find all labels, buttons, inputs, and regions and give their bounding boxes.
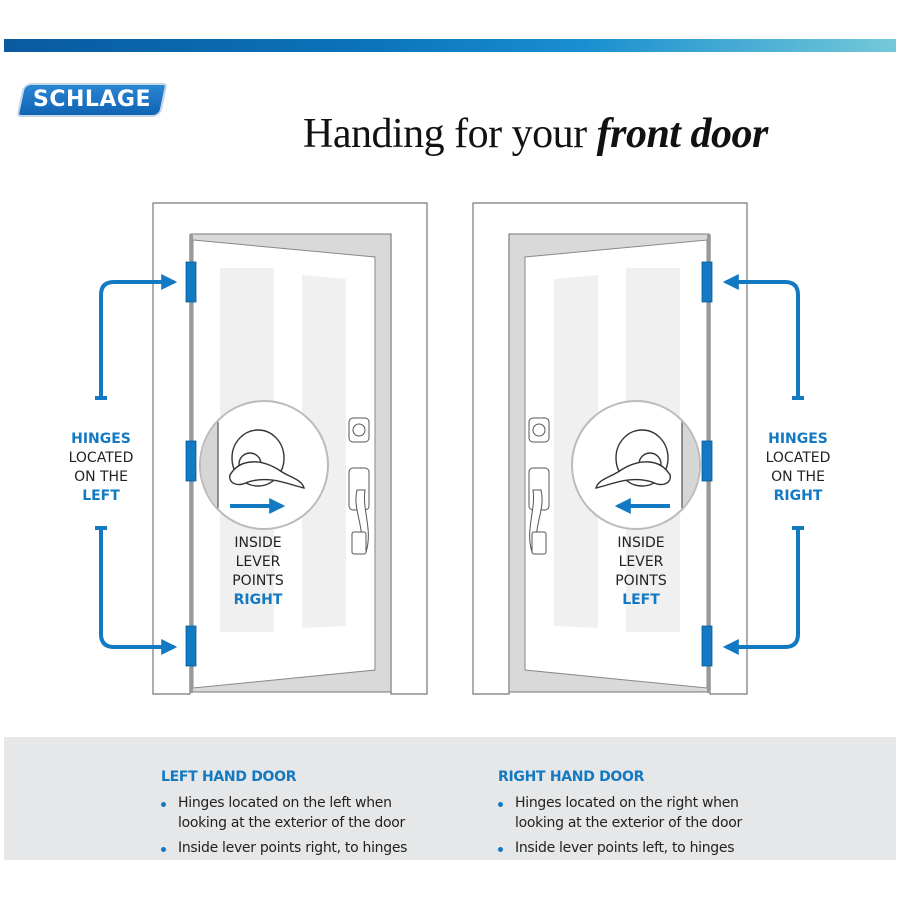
- logo-text: SCHLAGE: [32, 87, 152, 112]
- right-door-illustration: [472, 202, 804, 695]
- hinge-right-bracket: [722, 274, 804, 655]
- page-title: Handing for your front door: [303, 110, 768, 158]
- list-item: Hinges located on the left when looking …: [161, 793, 441, 833]
- title-regular: Handing for your: [303, 111, 597, 157]
- title-emphasis: front door: [596, 111, 769, 157]
- info-panel: LEFT HAND DOOR Hinges located on the lef…: [4, 737, 896, 860]
- lever-handle-icon: [229, 429, 305, 489]
- right-hinge-callout: HINGES LOCATED ON THE RIGHT: [765, 431, 831, 504]
- deadbolt-icon: [528, 417, 550, 443]
- hinge-icon: [701, 261, 713, 667]
- left-door-illustration: [95, 202, 428, 695]
- list-item: Inside lever points left, to hinges: [498, 838, 778, 858]
- right-lever-callout: INSIDE LEVER POINTS LEFT: [615, 535, 667, 608]
- top-gradient-bar: [4, 39, 896, 52]
- deadbolt-icon: [348, 417, 370, 443]
- right-hand-door-info: RIGHT HAND DOOR Hinges located on the ri…: [498, 769, 778, 863]
- hinge-icon: [185, 261, 197, 667]
- list-item: Hinges located on the right when looking…: [498, 793, 778, 833]
- schlage-logo: SCHLAGE: [16, 83, 168, 117]
- hinge-left-bracket: [95, 274, 178, 655]
- left-hinge-callout: HINGES LOCATED ON THE LEFT: [68, 431, 134, 504]
- left-lever-callout: INSIDE LEVER POINTS RIGHT: [232, 535, 284, 608]
- left-hand-door-heading: LEFT HAND DOOR: [161, 769, 297, 785]
- list-item: Inside lever points right, to hinges: [161, 838, 441, 858]
- handleset-icon: [348, 467, 370, 555]
- handleset-icon: [528, 467, 550, 555]
- right-hand-door-heading: RIGHT HAND DOOR: [498, 769, 645, 785]
- lever-handle-icon: [595, 429, 671, 489]
- left-hand-door-info: LEFT HAND DOOR Hinges located on the lef…: [161, 769, 441, 863]
